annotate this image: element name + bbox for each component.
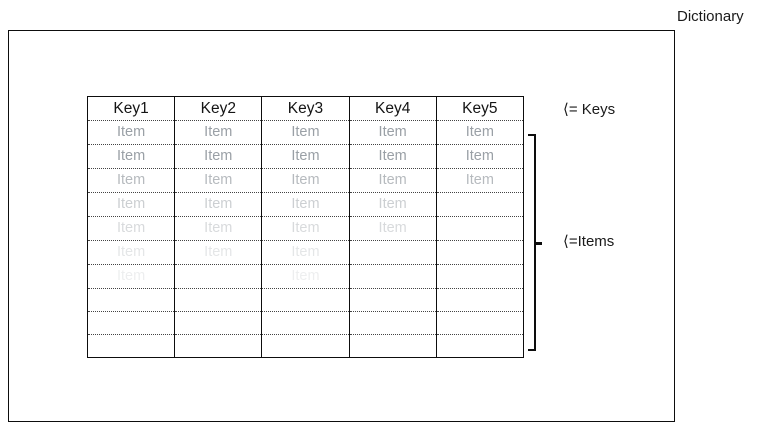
bracket-spine xyxy=(534,134,536,351)
column-header-key2: Key2 xyxy=(174,96,263,121)
table-cell: Item xyxy=(174,216,263,241)
table-cell: Item xyxy=(261,144,350,169)
table-cell: Item xyxy=(174,240,263,265)
table-cell: Item xyxy=(87,144,176,169)
table-cell: Item xyxy=(261,120,350,145)
table-cell xyxy=(87,311,176,335)
table-cell: Item xyxy=(348,144,437,169)
table-cell xyxy=(174,288,263,312)
table-cell xyxy=(261,288,350,312)
table-cell: Item xyxy=(261,168,350,193)
table-cell xyxy=(348,240,437,265)
items-bracket-icon xyxy=(528,134,542,351)
table-cell xyxy=(174,334,263,358)
table-cell xyxy=(174,264,263,289)
table-cell: Item xyxy=(348,120,437,145)
table-cell xyxy=(87,288,176,312)
table-cell: Item xyxy=(261,192,350,217)
table-cell: Item xyxy=(87,192,176,217)
table-cell xyxy=(435,264,524,289)
table-cell xyxy=(348,288,437,312)
table-cell: Item xyxy=(87,168,176,193)
page-title: Dictionary xyxy=(677,8,744,25)
table-cell: Item xyxy=(348,192,437,217)
table-cell: Item xyxy=(348,168,437,193)
table-cell: Item xyxy=(435,120,524,145)
column-header-key3: Key3 xyxy=(261,96,350,121)
table-cell xyxy=(435,311,524,335)
table-header: Key1 Key2 Key3 Key4 Key5 xyxy=(87,96,524,121)
table-cell: Item xyxy=(174,192,263,217)
table-cell: Item xyxy=(174,120,263,145)
table-cell xyxy=(435,288,524,312)
table-cell: Item xyxy=(261,216,350,241)
table-row: Item Item xyxy=(87,264,524,289)
table-cell xyxy=(174,311,263,335)
column-header-key5: Key5 xyxy=(435,96,524,121)
table-cell xyxy=(348,334,437,358)
table-row xyxy=(87,288,524,312)
table-cell: Item xyxy=(348,216,437,241)
table-cell: Item xyxy=(435,168,524,193)
column-header-key1: Key1 xyxy=(87,96,176,121)
table-cell: Item xyxy=(174,144,263,169)
table-cell: Item xyxy=(87,216,176,241)
table-cell xyxy=(435,216,524,241)
column-header-key4: Key4 xyxy=(348,96,437,121)
table-cell: Item xyxy=(261,240,350,265)
table-cell: Item xyxy=(87,120,176,145)
table-cell xyxy=(348,311,437,335)
table-cell xyxy=(435,240,524,265)
bracket-top-arm xyxy=(528,134,536,136)
table-cell xyxy=(435,334,524,358)
bracket-bottom-arm xyxy=(528,349,536,351)
keys-annotation-label: ⟨= Keys xyxy=(563,101,616,118)
table-cell: Item xyxy=(261,264,350,289)
table-row xyxy=(87,334,524,358)
table-cell xyxy=(87,334,176,358)
table-cell xyxy=(261,311,350,335)
table-row xyxy=(87,311,524,335)
bracket-middle-tick xyxy=(536,241,542,245)
table-cell: Item xyxy=(174,168,263,193)
table-cell: Item xyxy=(87,240,176,265)
table-header-row: Key1 Key2 Key3 Key4 Key5 xyxy=(87,96,524,121)
table-cell xyxy=(348,264,437,289)
table-cell: Item xyxy=(87,264,176,289)
table-cell: Item xyxy=(435,144,524,169)
table-cell xyxy=(435,192,524,217)
table-cell xyxy=(261,334,350,358)
items-annotation-label: ⟨=Items xyxy=(563,233,615,250)
